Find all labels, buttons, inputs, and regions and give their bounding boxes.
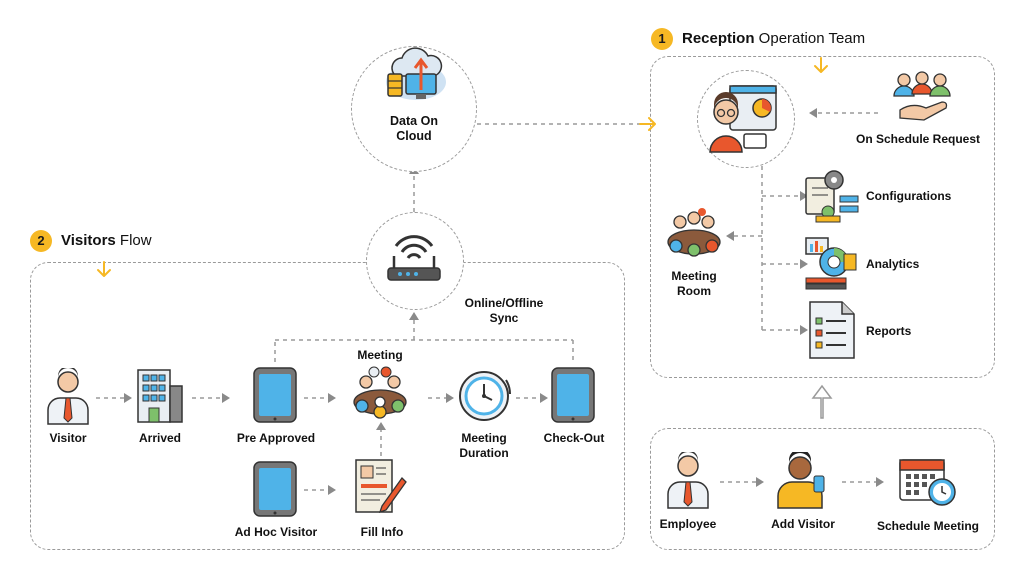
schedule-meeting-label: Schedule Meeting — [876, 519, 980, 533]
form-pen-icon — [355, 459, 407, 514]
meeting-room-icon — [667, 208, 721, 257]
building-icon — [137, 369, 183, 423]
arrived-label: Arrived — [138, 431, 182, 445]
stopwatch-icon — [459, 371, 512, 421]
analytics-icon — [805, 237, 857, 290]
reports-label: Reports — [866, 324, 912, 338]
router-circle — [366, 212, 464, 310]
configurations-label: Configurations — [866, 189, 952, 203]
reception-team-container — [650, 56, 995, 378]
visitors-flow-container — [30, 262, 625, 550]
tablet-icon-ad-hoc — [253, 461, 297, 517]
fill-info-label: Fill Info — [360, 525, 404, 539]
meeting-icon — [353, 366, 407, 419]
visitors-number-badge: 2 — [30, 230, 52, 252]
check-out-label: Check-Out — [543, 431, 605, 445]
employee-flow-container — [650, 428, 995, 550]
cloud-data-icon — [386, 47, 446, 100]
employee-icon — [667, 452, 709, 509]
employee-label: Employee — [659, 517, 717, 531]
visitor-label: Visitor — [49, 431, 87, 445]
visitor-icon — [47, 368, 89, 425]
configurations-icon — [805, 170, 859, 223]
reception-number-badge: 1 — [651, 28, 673, 50]
reports-icon — [809, 301, 855, 359]
add-visitor-label: Add Visitor — [771, 517, 835, 531]
schedule-request-icon — [893, 71, 951, 121]
add-visitor-icon — [777, 452, 825, 509]
tablet-icon-check-out — [551, 367, 595, 423]
wifi-router-icon — [387, 235, 441, 281]
tablet-icon-pre-approved — [253, 367, 297, 423]
reception-header: Reception Operation Team — [682, 30, 866, 47]
receptionist-icon — [709, 85, 777, 153]
analytics-label: Analytics — [866, 257, 920, 271]
calendar-clock-icon — [899, 459, 956, 506]
pre-approved-label: Pre Approved — [236, 431, 316, 445]
ad-hoc-visitor-label: Ad Hoc Visitor — [234, 525, 318, 539]
on-schedule-request-label: On Schedule Request — [856, 132, 981, 146]
meeting-label: Meeting — [357, 348, 403, 362]
visitors-header: Visitors Flow — [61, 232, 152, 249]
